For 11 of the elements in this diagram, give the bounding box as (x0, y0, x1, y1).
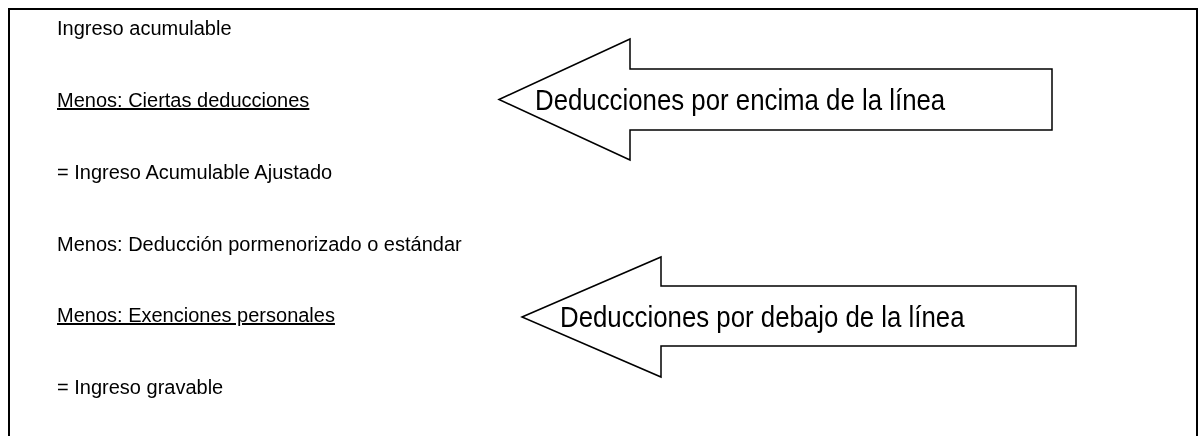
text-line: Menos: Exenciones personales (57, 303, 335, 327)
block-arrow (522, 257, 1076, 377)
arrow-label: Deducciones por debajo de la línea (560, 300, 965, 334)
text-line: Ingreso acumulable (57, 16, 232, 40)
text-line: = Ingreso gravable (57, 375, 224, 399)
text-line: = Ingreso Acumulable Ajustado (57, 160, 333, 184)
content-frame (8, 8, 1198, 436)
text-line: Menos: Deducción pormenorizado o estándar (57, 232, 462, 256)
text-line: Menos: Ciertas deducciones (57, 88, 310, 112)
block-arrow (499, 39, 1052, 160)
arrow-label: Deducciones por encima de la línea (535, 82, 946, 117)
